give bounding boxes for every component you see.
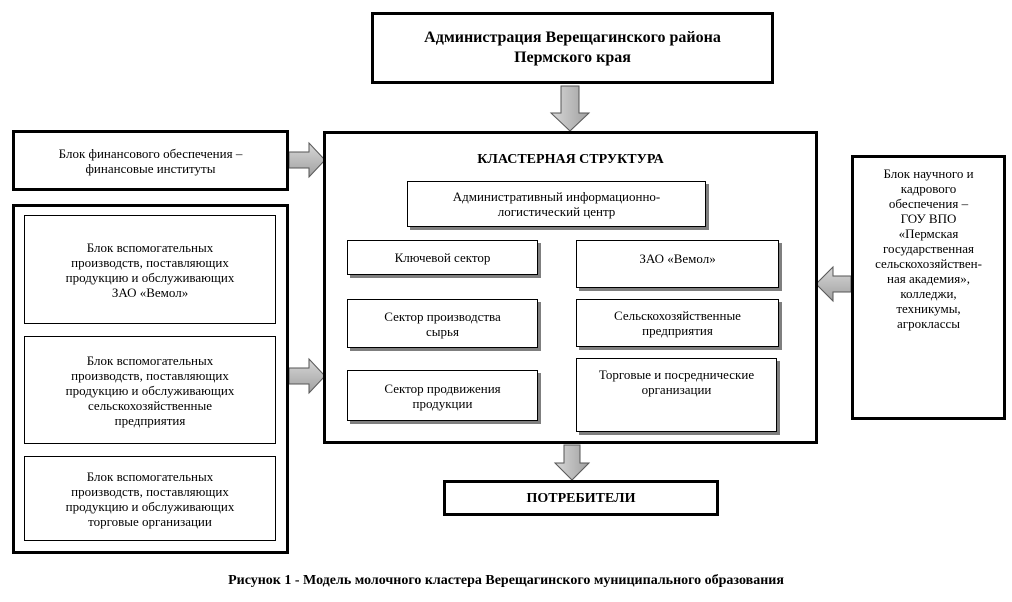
support-block-agri-label: Блок вспомогательных производств, постав…	[65, 352, 235, 428]
key-entity-label: ЗАО «Вемол»	[639, 251, 716, 266]
raw-entity-label: Сельскохозяйственные предприятия	[614, 308, 741, 338]
arrow-science-to-cluster	[815, 265, 852, 303]
raw-sector-label: Сектор производства сырья	[384, 308, 501, 339]
administration-label: Администрация Верещагинского района Перм…	[424, 29, 721, 66]
support-block-trade-label: Блок вспомогательных производств, постав…	[65, 468, 235, 529]
promo-sector-label: Сектор продвижения продукции	[384, 380, 501, 411]
consumers-box: ПОТРЕБИТЕЛИ	[443, 480, 719, 516]
support-block-vemol: Блок вспомогательных производств, постав…	[24, 215, 276, 324]
arrow-finance-to-cluster	[288, 141, 326, 179]
support-block-vemol-label: Блок вспомогательных производств, постав…	[65, 239, 235, 300]
arrow-cluster-to-consumers	[553, 444, 591, 481]
science-block: Блок научного и кадрового обеспечения – …	[851, 155, 1006, 420]
arrow-support-to-cluster	[288, 357, 326, 395]
raw-sector-box: Сектор производства сырья	[347, 299, 538, 348]
administration-box: Администрация Верещагинского района Перм…	[371, 12, 774, 84]
promo-entity-label: Торговые и посреднические организации	[598, 367, 755, 397]
info-center-label: Административный информационно- логистич…	[452, 189, 661, 219]
key-entity-box: ЗАО «Вемол»	[576, 240, 779, 288]
cluster-title: КЛАСТЕРНАЯ СТРУКТУРА	[477, 152, 664, 167]
science-block-label: Блок научного и кадрового обеспечения – …	[875, 166, 982, 331]
support-block-agri: Блок вспомогательных производств, постав…	[24, 336, 276, 444]
finance-block: Блок финансового обеспечения – финансовы…	[12, 130, 289, 191]
finance-block-label: Блок финансового обеспечения – финансовы…	[58, 145, 243, 176]
key-sector-label: Ключевой сектор	[394, 250, 491, 265]
promo-entity-box: Торговые и посреднические организации	[576, 358, 777, 432]
info-center-box: Административный информационно- логистич…	[407, 181, 706, 227]
arrow-admin-to-cluster	[549, 85, 591, 132]
support-block-trade: Блок вспомогательных производств, постав…	[24, 456, 276, 541]
raw-entity-box: Сельскохозяйственные предприятия	[576, 299, 779, 347]
key-sector-box: Ключевой сектор	[347, 240, 538, 275]
promo-sector-box: Сектор продвижения продукции	[347, 370, 538, 421]
consumers-label: ПОТРЕБИТЕЛИ	[526, 490, 636, 506]
figure-caption: Рисунок 1 - Модель молочного кластера Ве…	[228, 573, 784, 588]
